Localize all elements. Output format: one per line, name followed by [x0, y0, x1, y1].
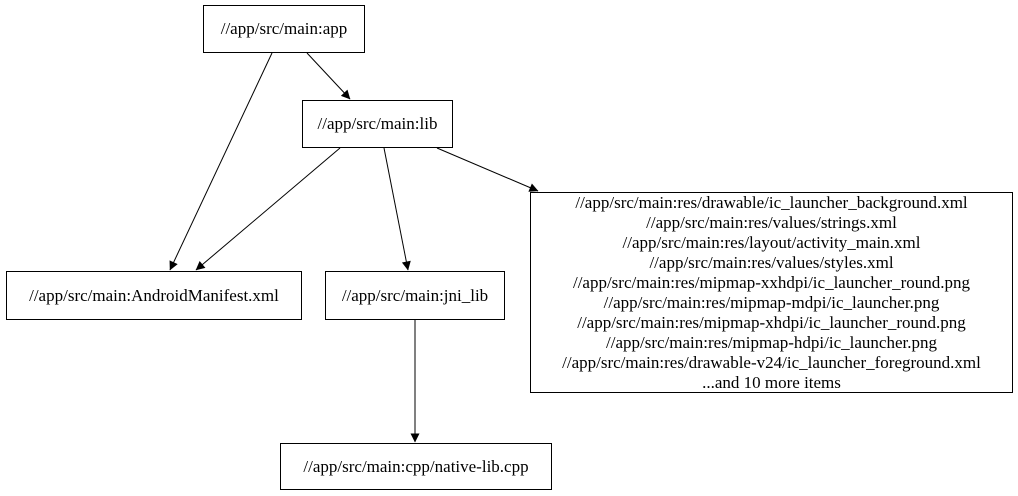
node-lib-label: //app/src/main:lib: [317, 114, 438, 133]
node-android-manifest: //app/src/main:AndroidManifest.xml: [6, 271, 302, 320]
resource-item: //app/src/main:res/mipmap-hdpi/ic_launch…: [606, 332, 937, 352]
edge-app-lib: [306, 52, 351, 100]
node-resources: //app/src/main:res/drawable/ic_launcher_…: [530, 192, 1013, 393]
resource-item: //app/src/main:res/values/strings.xml: [646, 212, 897, 232]
resource-item: //app/src/main:res/values/styles.xml: [649, 252, 894, 272]
resource-item: //app/src/main:res/mipmap-mdpi/ic_launch…: [603, 292, 940, 312]
node-lib: //app/src/main:lib: [302, 100, 453, 148]
resource-item: //app/src/main:res/drawable-v24/ic_launc…: [562, 352, 981, 372]
resource-item: //app/src/main:res/drawable/ic_launcher_…: [575, 192, 968, 212]
node-native-lib-cpp-label: //app/src/main:cpp/native-lib.cpp: [303, 456, 529, 476]
node-android-manifest-label: //app/src/main:AndroidManifest.xml: [29, 285, 279, 305]
edge-app-manifest: [169, 52, 273, 271]
edge-lib-resources: [436, 147, 539, 192]
edge-lib-jnilib: [383, 147, 411, 271]
resource-overflow-note: ...and 10 more items: [702, 372, 841, 392]
node-app: //app/src/main:app: [203, 5, 365, 53]
node-jni-lib: //app/src/main:jni_lib: [325, 271, 505, 320]
resource-item: //app/src/main:res/mipmap-xhdpi/ic_launc…: [577, 312, 966, 332]
edge-lib-manifest: [195, 147, 341, 271]
resource-item: //app/src/main:res/layout/activity_main.…: [622, 232, 921, 252]
resource-item: //app/src/main:res/mipmap-xxhdpi/ic_laun…: [572, 272, 971, 292]
node-native-lib-cpp: //app/src/main:cpp/native-lib.cpp: [280, 443, 552, 490]
node-app-label: //app/src/main:app: [220, 19, 348, 38]
node-jni-lib-label: //app/src/main:jni_lib: [341, 285, 489, 305]
